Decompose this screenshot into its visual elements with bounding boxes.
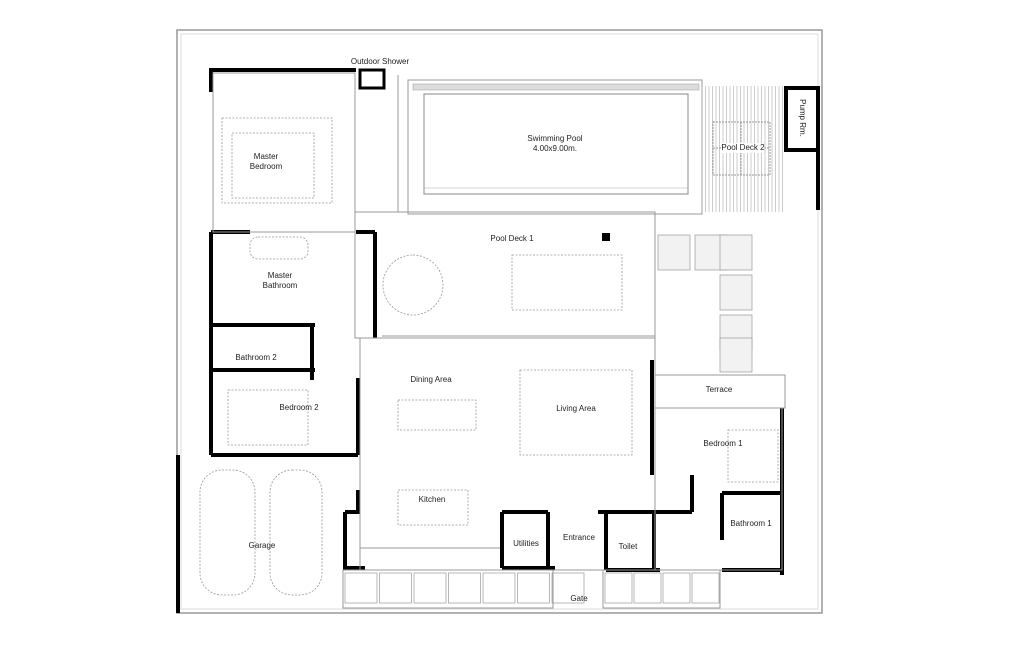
car-1 <box>199 469 256 596</box>
label-bedroom-2: Bedroom 2 <box>279 403 319 412</box>
planter-box <box>379 572 412 604</box>
label-bathroom-1: Bathroom 1 <box>730 519 772 528</box>
label-swimming-pool: Swimming Pool <box>527 134 583 143</box>
label-master-bedroom-line1: Master <box>253 152 279 161</box>
label-garage: Garage <box>248 541 276 550</box>
pump-room <box>784 86 820 152</box>
outdoor-shower <box>358 68 386 90</box>
planter-box <box>604 572 633 604</box>
label-living-area: Living Area <box>556 404 596 413</box>
planter-box <box>448 572 481 604</box>
planter-box <box>691 572 720 604</box>
label-utilities: Utilities <box>513 539 539 548</box>
label-pool-deck-2: Pool Deck 2 <box>721 143 765 153</box>
property-boundary <box>176 29 823 614</box>
planter-box <box>633 572 662 604</box>
paving-stone <box>719 234 753 271</box>
paving-stone <box>719 274 753 311</box>
planter-box <box>662 572 691 604</box>
paving-stone <box>657 234 691 271</box>
label-terrace: Terrace <box>705 385 733 394</box>
label-pool-size: 4.00x9.00m. <box>532 144 578 153</box>
planter-box <box>517 572 550 604</box>
planter-box <box>482 572 516 604</box>
label-dining-area: Dining Area <box>410 375 452 384</box>
paving-stone <box>719 337 753 373</box>
label-bathroom-2: Bathroom 2 <box>235 353 277 362</box>
thin-outlines <box>212 72 786 609</box>
planter-box <box>413 572 447 604</box>
label-toilet: Toilet <box>618 542 638 551</box>
label-master-bathroom-line1: Master <box>267 271 293 280</box>
label-master-bedroom-line2: Bedroom <box>249 162 283 171</box>
label-gate: Gate <box>570 594 588 603</box>
label-pool-deck-1: Pool Deck 1 <box>490 234 534 243</box>
planter-box <box>551 572 585 604</box>
planter-box <box>344 572 378 604</box>
furniture <box>199 117 779 596</box>
paving-stones <box>657 234 753 373</box>
label-kitchen: Kitchen <box>418 495 446 504</box>
label-pump-room: Pump Rm. <box>798 99 807 137</box>
car-2 <box>269 469 323 596</box>
label-master-bathroom-line2: Bathroom <box>262 281 298 290</box>
label-entrance: Entrance <box>562 533 596 542</box>
label-bedroom-1: Bedroom 1 <box>703 439 743 448</box>
label-outdoor-shower: Outdoor Shower <box>350 57 410 66</box>
